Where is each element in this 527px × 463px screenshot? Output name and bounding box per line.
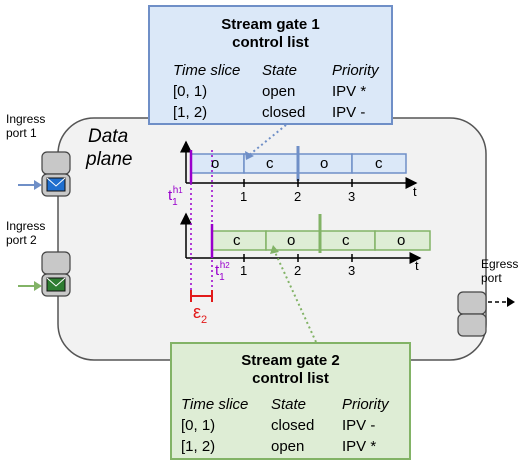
gate2-row-1-state: closed bbox=[271, 417, 315, 434]
egress-port-block bbox=[457, 291, 487, 337]
gate2-row-1-priority: IPV - bbox=[342, 417, 376, 434]
gate1-slot-1-state: o bbox=[211, 155, 220, 172]
gate2-offset-sup-sub: 2 bbox=[225, 261, 230, 270]
gate1-row-1-priority: IPV * bbox=[332, 83, 367, 100]
timeline-gate-2 bbox=[180, 212, 431, 264]
gate1-slot-4 bbox=[351, 153, 407, 174]
gate2-header-state: State bbox=[271, 396, 307, 413]
gate1-row-2-state: closed bbox=[262, 104, 306, 121]
gate2-tick-2: 2 bbox=[294, 263, 302, 278]
gate2-title-line-1: Stream gate 2 bbox=[241, 352, 340, 369]
egress-port-label-line-1: Egress bbox=[481, 257, 519, 271]
gate2-row-2-time: [1, 2) bbox=[181, 438, 216, 455]
gate2-row-2-state: open bbox=[271, 438, 305, 455]
gate2-header-priority: Priority bbox=[342, 396, 389, 413]
envelope-icon bbox=[46, 277, 66, 292]
gate1-slot-2-state: c bbox=[266, 155, 274, 172]
gate2-row-1-time: [0, 1) bbox=[181, 417, 216, 434]
gate2-tick-1: 1 bbox=[240, 263, 248, 278]
egress-port-label-line-2: port bbox=[481, 271, 502, 285]
gate2-axis-label: t bbox=[415, 258, 419, 273]
gate2-callout-pointer bbox=[273, 249, 317, 343]
gate1-row-2-priority: IPV - bbox=[332, 104, 366, 121]
gate2-offset-base: t bbox=[215, 262, 220, 279]
envelope-icon bbox=[46, 177, 66, 192]
gate2-title-line-2: control list bbox=[252, 370, 329, 387]
gate1-offset-sub: 1 bbox=[172, 197, 178, 208]
gate1-header-time-slice: Time slice bbox=[173, 62, 241, 79]
gate2-slot-2-state: o bbox=[287, 232, 296, 249]
gate1-tick-3: 3 bbox=[348, 189, 356, 204]
gate2-control-list-box: Stream gate 2 control list Time slice St… bbox=[170, 342, 411, 460]
ingress-port-1-block bbox=[41, 151, 71, 197]
egress-port-label: Egress port bbox=[481, 257, 518, 285]
gate2-slot-1-state: c bbox=[233, 232, 241, 249]
gate1-callout-pointer bbox=[247, 124, 287, 157]
gate1-header-state: State bbox=[262, 62, 298, 79]
gate1-header-priority: Priority bbox=[332, 62, 379, 79]
gate1-title-line-1: Stream gate 1 bbox=[221, 16, 320, 33]
gate1-offset-sup-h: h bbox=[172, 185, 179, 196]
gate1-axis-label: t bbox=[413, 184, 417, 199]
gate1-row-1-time: [0, 1) bbox=[173, 83, 208, 100]
gate1-offset-base: t bbox=[168, 187, 173, 204]
gate1-offset-sup: h1 bbox=[173, 185, 183, 196]
gate2-offset-label: t1h2 bbox=[215, 260, 235, 283]
epsilon-label: ε2 bbox=[193, 302, 208, 326]
gate2-offset-sup: h2 bbox=[220, 260, 230, 271]
gate1-slot-4-state: c bbox=[375, 155, 383, 172]
ingress-port-2-label: Ingress port 2 bbox=[6, 219, 45, 247]
gate2-offset-sub: 1 bbox=[219, 272, 225, 283]
gate1-row-2-time: [1, 2) bbox=[173, 104, 208, 121]
data-plane-label-line-2: plane bbox=[86, 149, 133, 170]
gate2-slot-4-state: o bbox=[397, 232, 406, 249]
gate1-slot-3-state: o bbox=[320, 155, 329, 172]
gate1-tick-2: 2 bbox=[294, 189, 302, 204]
ingress-port-2-label-line-1: Ingress bbox=[6, 219, 46, 233]
gate2-header-time-slice: Time slice bbox=[181, 396, 249, 413]
gate2-offset-sup-h: h bbox=[219, 260, 226, 271]
gate2-tick-3: 3 bbox=[348, 263, 356, 278]
gate1-offset-sup-sub: 1 bbox=[178, 186, 183, 195]
ingress-port-1-label-line-2: port 1 bbox=[6, 126, 37, 140]
timeline-gate-1 bbox=[180, 140, 418, 189]
data-plane-label-line-1: Data bbox=[88, 126, 129, 147]
gate2-row-2-priority: IPV * bbox=[342, 438, 377, 455]
ingress-port-2-block bbox=[41, 251, 71, 297]
gate2-slot-4 bbox=[374, 230, 431, 251]
gate1-title-line-2: control list bbox=[232, 34, 309, 51]
gate1-tick-1: 1 bbox=[240, 189, 248, 204]
data-plane-label: Data plane bbox=[86, 125, 135, 171]
epsilon-symbol: ε bbox=[193, 302, 202, 322]
gate1-control-list-box: Stream gate 1 control list Time slice St… bbox=[148, 5, 393, 125]
ingress-port-1-label-line-1: Ingress bbox=[6, 112, 46, 126]
gate1-row-1-state: open bbox=[262, 83, 296, 100]
ingress-port-2-label-line-2: port 2 bbox=[6, 233, 37, 247]
ingress-port-1-label: Ingress port 1 bbox=[6, 112, 45, 140]
epsilon-bracket bbox=[190, 290, 213, 302]
gate2-slot-3-state: c bbox=[342, 232, 350, 249]
gate1-offset-label: t1h1 bbox=[168, 185, 188, 208]
epsilon-subscript: 2 bbox=[201, 314, 208, 326]
